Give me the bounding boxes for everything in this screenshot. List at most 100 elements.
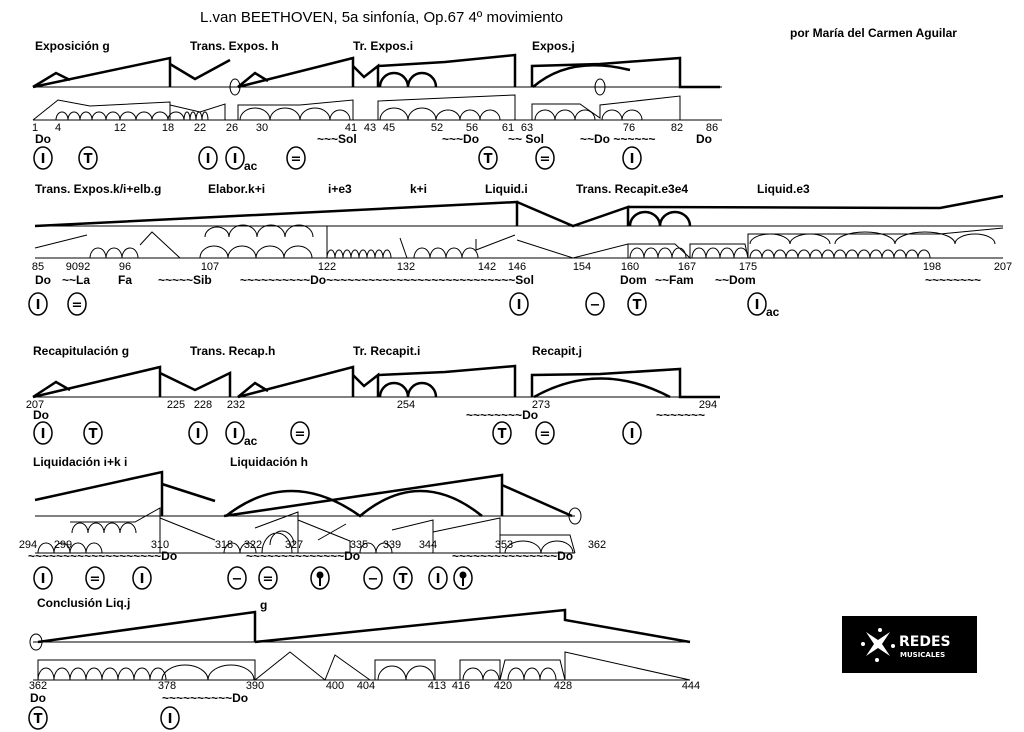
svg-text:=: = (263, 572, 274, 587)
key-label: Fa (118, 273, 132, 287)
measure-number: 52 (431, 122, 443, 134)
section-label: Tr. Expos.i (353, 39, 413, 53)
key-label: ~~~~~~~~ (925, 273, 981, 287)
measure-number: 26 (226, 122, 238, 134)
section-label: Trans. Expos.k/i+elb.g (35, 182, 161, 196)
measure-number: 344 (419, 539, 437, 551)
measure-number: 310 (151, 539, 169, 551)
row-4-diagram (34, 470, 582, 554)
key-label: ~~~Do (442, 132, 479, 146)
measure-number: 154 (573, 261, 591, 273)
measure-number: 335 (350, 539, 368, 551)
measure-number: 82 (671, 122, 683, 134)
measure-number: 273 (532, 399, 550, 411)
svg-text:=: = (295, 427, 306, 442)
function-i-icon: I (33, 566, 53, 590)
function-pin-icon (453, 566, 473, 590)
section-label: g (260, 598, 267, 612)
section-label: Recapitulación g (33, 344, 129, 358)
function-i-icon: I (622, 421, 642, 445)
measure-number: 12 (114, 122, 126, 134)
key-label: ~~~~~~~~~~~~~~~~~~~Do (28, 549, 177, 563)
function-equal-icon: = (535, 421, 555, 445)
logo-line2: MUSICALES (900, 651, 945, 659)
section-label: Elabor.k+i (208, 182, 265, 196)
function-t-icon: T (83, 421, 103, 445)
measure-number: 378 (158, 680, 176, 692)
measure-number: 390 (246, 680, 264, 692)
svg-text:I: I (630, 427, 635, 442)
measure-number: 175 (739, 261, 757, 273)
function-equal-icon: = (286, 146, 306, 170)
measure-number: 207 (26, 399, 44, 411)
svg-text:I: I (517, 298, 522, 313)
svg-text:I: I (41, 427, 46, 442)
svg-text:I: I (196, 427, 201, 442)
function-i-icon: I (198, 146, 218, 170)
svg-text:−: − (368, 572, 379, 587)
svg-text:I: I (36, 298, 41, 313)
function-equal-icon: = (67, 292, 87, 316)
function-equal-icon: = (535, 146, 555, 170)
section-label: Exposición g (35, 39, 110, 53)
key-label: ~~Do ~~~~~~ (580, 132, 655, 146)
function-t-icon: T (627, 292, 647, 316)
function-t-icon: T (78, 146, 98, 170)
function-i-icon: I (428, 566, 448, 590)
section-label: Liquid.e3 (757, 182, 810, 196)
svg-text:=: = (72, 298, 83, 313)
svg-text:ac: ac (244, 434, 258, 448)
measure-number: 362 (588, 539, 606, 551)
svg-text:−: − (232, 572, 243, 587)
measure-number: 225 (167, 399, 185, 411)
svg-text:I: I (755, 298, 760, 313)
measure-number: 9092 (66, 261, 90, 273)
section-label: Liquidación h (230, 455, 308, 469)
svg-text:I: I (233, 152, 238, 167)
measure-number: 444 (682, 680, 700, 692)
measure-number: 294 (699, 399, 717, 411)
key-label: Do (33, 408, 49, 422)
measure-number: 43 (364, 122, 376, 134)
logo-star-icon (861, 628, 895, 662)
measure-number: 132 (397, 261, 415, 273)
key-label: ~~~~~~~~~~~~~~~Do (452, 549, 573, 563)
svg-text:I: I (233, 427, 238, 442)
measure-number: 85 (32, 261, 44, 273)
section-label: Liquid.i (485, 182, 528, 196)
measure-number: 18 (162, 122, 174, 134)
svg-text:=: = (90, 572, 101, 587)
function-equal-icon: = (85, 566, 105, 590)
svg-text:T: T (498, 427, 507, 442)
function-i-icon: I (33, 146, 53, 170)
measure-number: 353 (495, 539, 513, 551)
measure-number: 228 (194, 399, 212, 411)
svg-text:=: = (291, 152, 302, 167)
measure-number: 56 (466, 122, 478, 134)
svg-text:T: T (89, 427, 98, 442)
function-i-icon: I (28, 292, 48, 316)
measure-number: 254 (397, 399, 415, 411)
measure-number: 107 (201, 261, 219, 273)
key-label: Do (35, 132, 51, 146)
svg-text:T: T (399, 572, 408, 587)
svg-text:I: I (168, 712, 173, 727)
function-dash-icon: − (585, 292, 605, 316)
measure-number: 327 (285, 539, 303, 551)
row-1-diagram (32, 53, 722, 121)
measure-number: 30 (256, 122, 268, 134)
measure-number: 41 (345, 122, 357, 134)
key-label: Do (696, 132, 712, 146)
measure-number: 198 (923, 261, 941, 273)
svg-text:T: T (84, 152, 93, 167)
measure-number: 142 (478, 261, 496, 273)
svg-text:ac: ac (244, 159, 258, 173)
measure-number: 4 (55, 122, 61, 134)
measure-number: 400 (326, 680, 344, 692)
svg-text:T: T (484, 152, 493, 167)
measure-number: 96 (119, 261, 131, 273)
function-t-icon: T (492, 421, 512, 445)
measure-number: 122 (318, 261, 336, 273)
measure-number: 428 (554, 680, 572, 692)
